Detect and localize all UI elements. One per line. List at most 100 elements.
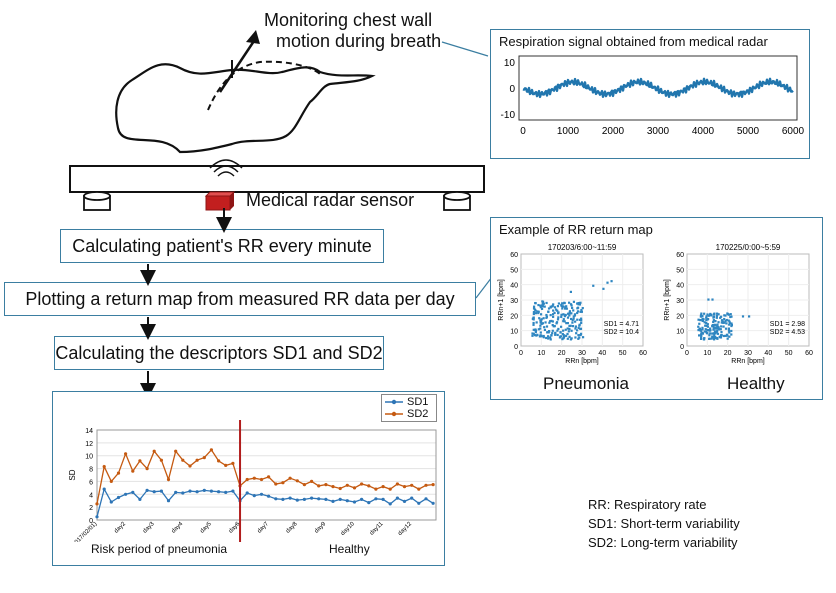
step-plot-return-map: Plotting a return map from measured RR d… — [4, 282, 476, 316]
sd-y-tick: 6 — [89, 479, 93, 486]
data-point-sd2 — [202, 456, 206, 460]
map-xlabel: RRn [bpm] — [565, 358, 599, 365]
legend-item-sd2: SD2 — [385, 408, 433, 420]
data-point-sd1 — [281, 497, 285, 501]
map-callout-line — [475, 276, 493, 299]
caption-healthy: Healthy — [727, 374, 785, 393]
data-point-sd2 — [352, 486, 357, 490]
data-point-sd1 — [345, 499, 349, 503]
data-point-sd2 — [102, 465, 106, 469]
data-point-sd2 — [131, 469, 135, 473]
data-point-sd1 — [331, 499, 335, 503]
series-line-sd1 — [96, 487, 434, 517]
map-subtitle: 170225/0:00~5:59 — [716, 243, 781, 252]
radar-y-tick: -10 — [501, 110, 516, 121]
sd-x-tick: day7 — [257, 521, 271, 535]
map-y-tick: 20 — [676, 313, 684, 320]
data-point-sd1 — [102, 487, 106, 491]
data-point-sd1 — [209, 489, 213, 493]
map-x-tick: 60 — [805, 350, 813, 357]
data-point-sd2 — [360, 482, 364, 486]
region-label-risk: Risk period of pneumonia — [91, 542, 228, 556]
data-point-sd1 — [395, 496, 399, 500]
monitoring-line-1: Monitoring chest wall — [264, 10, 433, 30]
data-point-sd1 — [274, 497, 278, 501]
step-calculate-rr-label: Calculating patient's RR every minute — [72, 235, 372, 256]
data-point-sd1 — [338, 497, 342, 501]
map-y-tick: 60 — [510, 252, 518, 259]
map-x-tick: 50 — [619, 350, 627, 357]
step-calculate-descriptors: Calculating the descriptors SD1 and SD2 — [54, 336, 384, 370]
map-y-tick: 20 — [510, 313, 518, 320]
map-x-tick: 20 — [724, 350, 732, 357]
sd-x-tick: day4 — [171, 521, 185, 535]
data-point-sd1 — [131, 490, 135, 494]
data-point-sd2 — [388, 487, 392, 491]
data-point-sd1 — [352, 500, 357, 504]
step-calculate-descriptors-label: Calculating the descriptors SD1 and SD2 — [55, 342, 383, 363]
data-point-sd2 — [302, 483, 306, 487]
data-point-sd1 — [124, 492, 128, 496]
data-point-sd2 — [410, 483, 414, 487]
data-point-sd2 — [259, 477, 264, 482]
sd-y-tick: 10 — [85, 454, 93, 461]
map-x-tick: 10 — [703, 350, 711, 357]
data-point-sd2 — [181, 458, 185, 462]
data-point-sd2 — [431, 483, 435, 487]
patient-illustration — [69, 30, 485, 220]
data-point-sd1 — [267, 494, 271, 498]
data-point-sd1 — [417, 501, 421, 505]
map-y-tick: 40 — [510, 283, 518, 290]
radar-x-tick: 3000 — [647, 126, 670, 137]
data-point-sd1 — [381, 497, 385, 501]
data-point-sd1 — [145, 488, 149, 492]
data-point-sd2 — [367, 484, 371, 488]
data-point-sd2 — [209, 448, 213, 452]
sd-x-tick: day3 — [142, 521, 156, 535]
legend-label-sd2: SD2 — [407, 408, 429, 420]
data-point-sd1 — [324, 497, 328, 501]
radar-x-tick: 2000 — [602, 126, 625, 137]
bed-leg-left — [83, 191, 111, 211]
radar-x-tick: 5000 — [737, 126, 760, 137]
data-point-sd1 — [288, 496, 292, 500]
data-point-sd2 — [324, 483, 328, 487]
data-point-sd1 — [302, 497, 306, 501]
bed-leg-right — [443, 191, 471, 211]
sd-x-tick: day2 — [114, 521, 128, 535]
definitions: RR: Respiratory rate SD1: Short-term var… — [588, 495, 740, 552]
map-sd1-value: SD1 = 4.71 — [604, 321, 639, 328]
data-point-sd2 — [245, 477, 249, 482]
caption-pneumonia: Pneumonia — [543, 374, 630, 393]
data-point-sd2 — [310, 479, 314, 483]
map-y-tick: 60 — [676, 252, 684, 259]
data-point-sd1 — [388, 502, 392, 506]
radar-x-tick: 0 — [520, 126, 526, 137]
map-sd1-value: SD1 = 2.98 — [770, 321, 805, 328]
radar-signal-panel: Respiration signal obtained from medical… — [490, 29, 810, 159]
data-point-sd1 — [402, 499, 407, 503]
data-point-sd2 — [317, 484, 321, 488]
monitoring-annotation: Monitoring chest wall motion during brea… — [264, 10, 441, 52]
data-point-sd2 — [381, 485, 385, 489]
sd-x-tick: day12 — [397, 521, 413, 537]
map-y-tick: 30 — [510, 298, 518, 305]
map-x-tick: 50 — [785, 350, 793, 357]
sd-y-tick: 2 — [89, 505, 93, 512]
map-x-tick: 30 — [578, 350, 586, 357]
data-point-sd2 — [138, 459, 142, 463]
respiration-signal-line — [522, 77, 794, 99]
map-y-tick: 10 — [510, 329, 518, 336]
data-point-sd1 — [374, 497, 378, 501]
data-point-sd2 — [281, 481, 285, 485]
data-point-sd1 — [367, 501, 371, 505]
data-point-sd2 — [95, 502, 99, 506]
sd-x-tick: day10 — [340, 521, 356, 537]
map-y-tick: 0 — [680, 344, 684, 351]
step-calculate-rr: Calculating patient's RR every minute — [60, 229, 384, 263]
map-x-tick: 10 — [537, 350, 545, 357]
data-point-sd1 — [224, 490, 228, 494]
data-point-sd2 — [267, 475, 271, 479]
radar-callout-line — [441, 41, 489, 57]
data-point-sd2 — [188, 464, 192, 468]
